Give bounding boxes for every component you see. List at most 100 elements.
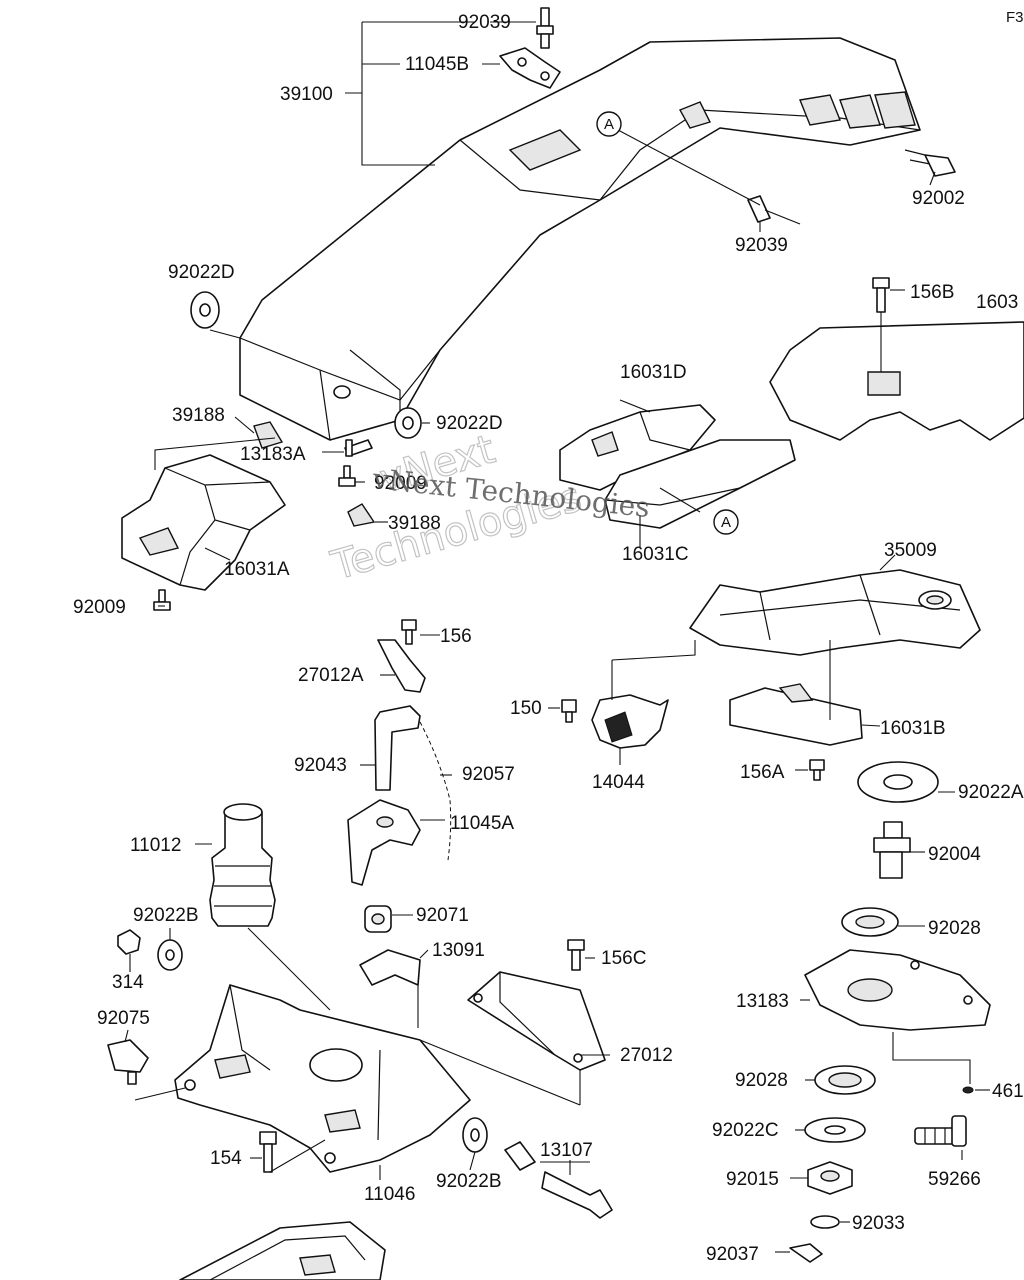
callout-label: 92043 [294,755,347,776]
callout-label: 35009 [884,540,937,561]
washer-92022b-right-part [462,1117,488,1153]
callout-label: 92033 [852,1213,905,1234]
callout-label: 92022D [168,262,235,283]
svg-text:A: A [721,514,731,531]
callout-label: 92028 [928,918,981,939]
reference-mark-lower: A [713,509,739,535]
callout-label: 16031B [880,718,946,739]
bolt-156c-part [567,939,585,971]
clip-92033-part [810,1215,840,1229]
washer-92022d-upper-part [190,291,220,329]
callout-label: 154 [210,1148,242,1169]
callout-label: 16031C [622,544,689,565]
callout-label: 156A [740,762,785,783]
callout-label: 92039 [458,12,511,33]
nut-92015-part [807,1161,853,1195]
clip-39188-lower-part [347,503,376,527]
grommet-92028-upper-part [841,907,899,937]
callout-label: 27012 [620,1045,673,1066]
cover-1603-part [769,321,1024,441]
callout-label: 92009 [374,473,427,494]
washer-92022c-part [804,1117,866,1143]
leader-lines [124,21,990,1253]
callout-labels: 92039 11045B 39100 92002 92039 92022D 15… [73,12,1024,1265]
latch-14044-part [591,694,669,749]
callout-label: 92022A [958,782,1024,803]
callout-label: 92004 [928,844,981,865]
washer-92022d-lower-part [394,407,422,439]
callout-label: 92022C [712,1120,779,1141]
screw-92009-mid-part [338,465,356,487]
callout-label: 314 [112,972,144,993]
callout-label: 156 [440,626,472,647]
rivet-top-part [536,7,554,49]
base-11046-part [174,984,471,1173]
callout-label: 461 [992,1081,1024,1102]
callout-label: 39100 [280,84,333,105]
callout-label: 39188 [388,513,441,534]
callout-label: 11045B [405,54,469,75]
callout-label: 92057 [462,764,515,785]
screw-92009-left-part [153,589,171,611]
block-16031c-part [604,439,796,529]
bracket-27012-part [467,971,606,1071]
callout-label: 92002 [912,188,965,209]
part-92075 [107,1039,149,1085]
bolt-156-part [401,619,417,645]
callout-label: 27012A [298,665,364,686]
callout-label: 1603 [976,292,1018,313]
plate-13183-part [804,949,991,1031]
callout-label: 13183 [736,991,789,1012]
svg-text:A: A [604,116,614,133]
callout-label: 156B [910,282,954,303]
part-461 [962,1086,974,1094]
block-16031b-part [729,683,863,746]
callout-label: 39188 [172,405,225,426]
pin-13107-part [504,1141,613,1219]
bolt-156a-part [809,759,825,781]
callout-label: 92009 [73,597,126,618]
nut-314-part [117,929,141,955]
callout-label: 13107 [540,1140,593,1161]
clamp-11045a-part [347,799,421,886]
callout-label: 150 [510,698,542,719]
callout-label: 92022D [436,413,503,434]
callout-label: 92071 [416,905,469,926]
callout-label: 92022B [133,905,199,926]
main-cover-part [239,37,921,441]
callout-label: 11012 [130,835,181,856]
callout-label: 13091 [432,940,485,961]
plate-13183a-part [344,439,373,457]
bolt-92002-part [904,149,956,177]
part-92071 [364,905,392,933]
washer-92022b-left-part [157,939,183,971]
part-92037 [789,1243,823,1263]
block-16031a-part [121,454,286,591]
clip-39188-upper-part [253,421,284,449]
callout-label: 92075 [97,1008,150,1029]
screw-150-part [561,699,577,723]
washer-92022a-part [857,761,939,803]
callout-label: 16031A [224,559,290,580]
callout-label: 13183A [240,444,306,465]
grommet-92028-lower-part [814,1065,876,1095]
callout-label: 92039 [735,235,788,256]
clamp-11045b-part [499,47,561,89]
callout-label: 156C [601,948,646,969]
callout-label: 14044 [592,772,645,793]
callout-label: 59266 [928,1169,981,1190]
block-16031d-part [559,404,716,491]
bolt-154-part [259,1131,277,1173]
reference-mark-upper: A [596,111,622,137]
bolt-156b-part [872,277,890,313]
frame-35009-part [689,569,981,656]
bracket-27012a-part [377,639,426,693]
callout-label: 92022B [436,1171,502,1192]
chain-92057-part [419,721,452,861]
callout-label: 92015 [726,1169,779,1190]
fitting-59266-part [914,1115,967,1147]
bracket-13091-part [359,949,421,986]
rivet-side-part [747,195,801,225]
callout-label: 11046 [364,1184,415,1205]
